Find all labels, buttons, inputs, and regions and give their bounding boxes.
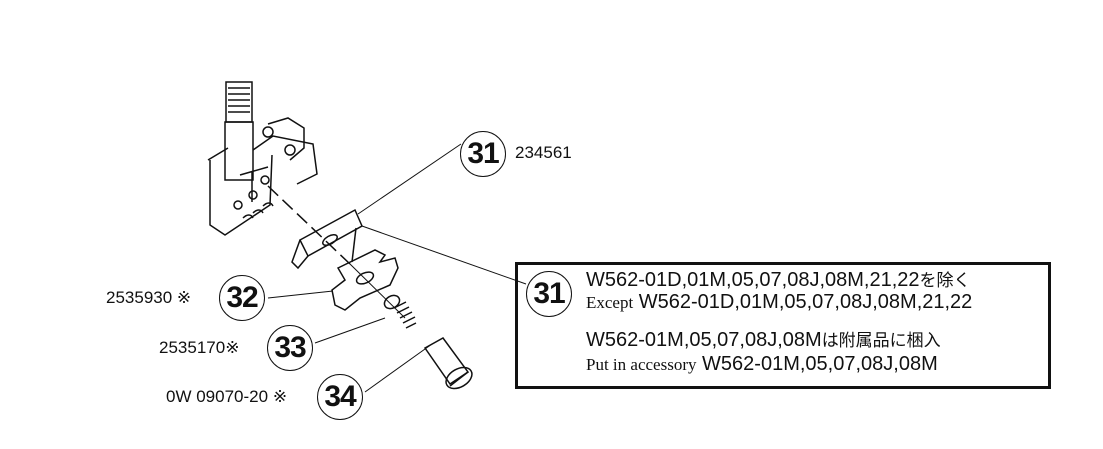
callout-bubble-31-note: 31: [526, 271, 572, 317]
note-line-1: W562-01D,01M,05,07,08J,08M,21,22を除く: [586, 266, 971, 292]
part-number-34: 0W 09070-20 ※: [166, 387, 287, 407]
note-line-3: W562-01M,05,07,08J,08Mは附属品に梱入: [586, 326, 941, 352]
suffix: を除く: [919, 271, 971, 290]
leader-lines: [267, 143, 527, 393]
models: W562-01D,01M,05,07,08J,08M,21,22: [586, 269, 920, 291]
part-number-31: 234561: [515, 143, 572, 162]
models: W562-01M,05,07,08J,08M: [702, 353, 938, 375]
models: W562-01D,01M,05,07,08J,08M,21,22: [638, 291, 973, 313]
part-number-text: 2535170: [159, 338, 226, 357]
assembly-axis: [267, 185, 351, 265]
part-number-text: 0W 09070-20: [166, 387, 269, 406]
callout-bubble-34: 34: [317, 374, 363, 420]
reference-mark: ※: [272, 387, 288, 406]
part-number-33: 2535170※: [159, 338, 239, 358]
suffix: は附属品に梱入: [821, 331, 941, 350]
needle-clamp-part: [207, 81, 318, 236]
note-line-2: Except W562-01D,01M,05,07,08J,08M,21,22: [586, 291, 972, 314]
callout-bubble-32: 32: [219, 275, 265, 321]
part-number-text: 2535930: [106, 288, 173, 307]
part-33-spring: [383, 294, 417, 329]
prefix: Put in accessory: [586, 355, 697, 374]
callout-bubble-31: 31: [460, 131, 506, 177]
reference-mark: ※: [225, 338, 240, 357]
reference-mark: ※: [176, 288, 192, 307]
prefix: Except: [586, 293, 634, 312]
part-32-finger: [331, 249, 399, 311]
note-line-4: Put in accessory W562-01M,05,07,08J,08M: [586, 353, 938, 376]
model-note-box: 31 W562-01D,01M,05,07,08J,08M,21,22を除く E…: [515, 262, 1051, 389]
models: W562-01M,05,07,08J,08M: [586, 329, 822, 351]
part-number-32: 2535930 ※: [106, 288, 191, 308]
part-34-screw: [423, 337, 473, 390]
callout-bubble-33: 33: [267, 325, 313, 371]
